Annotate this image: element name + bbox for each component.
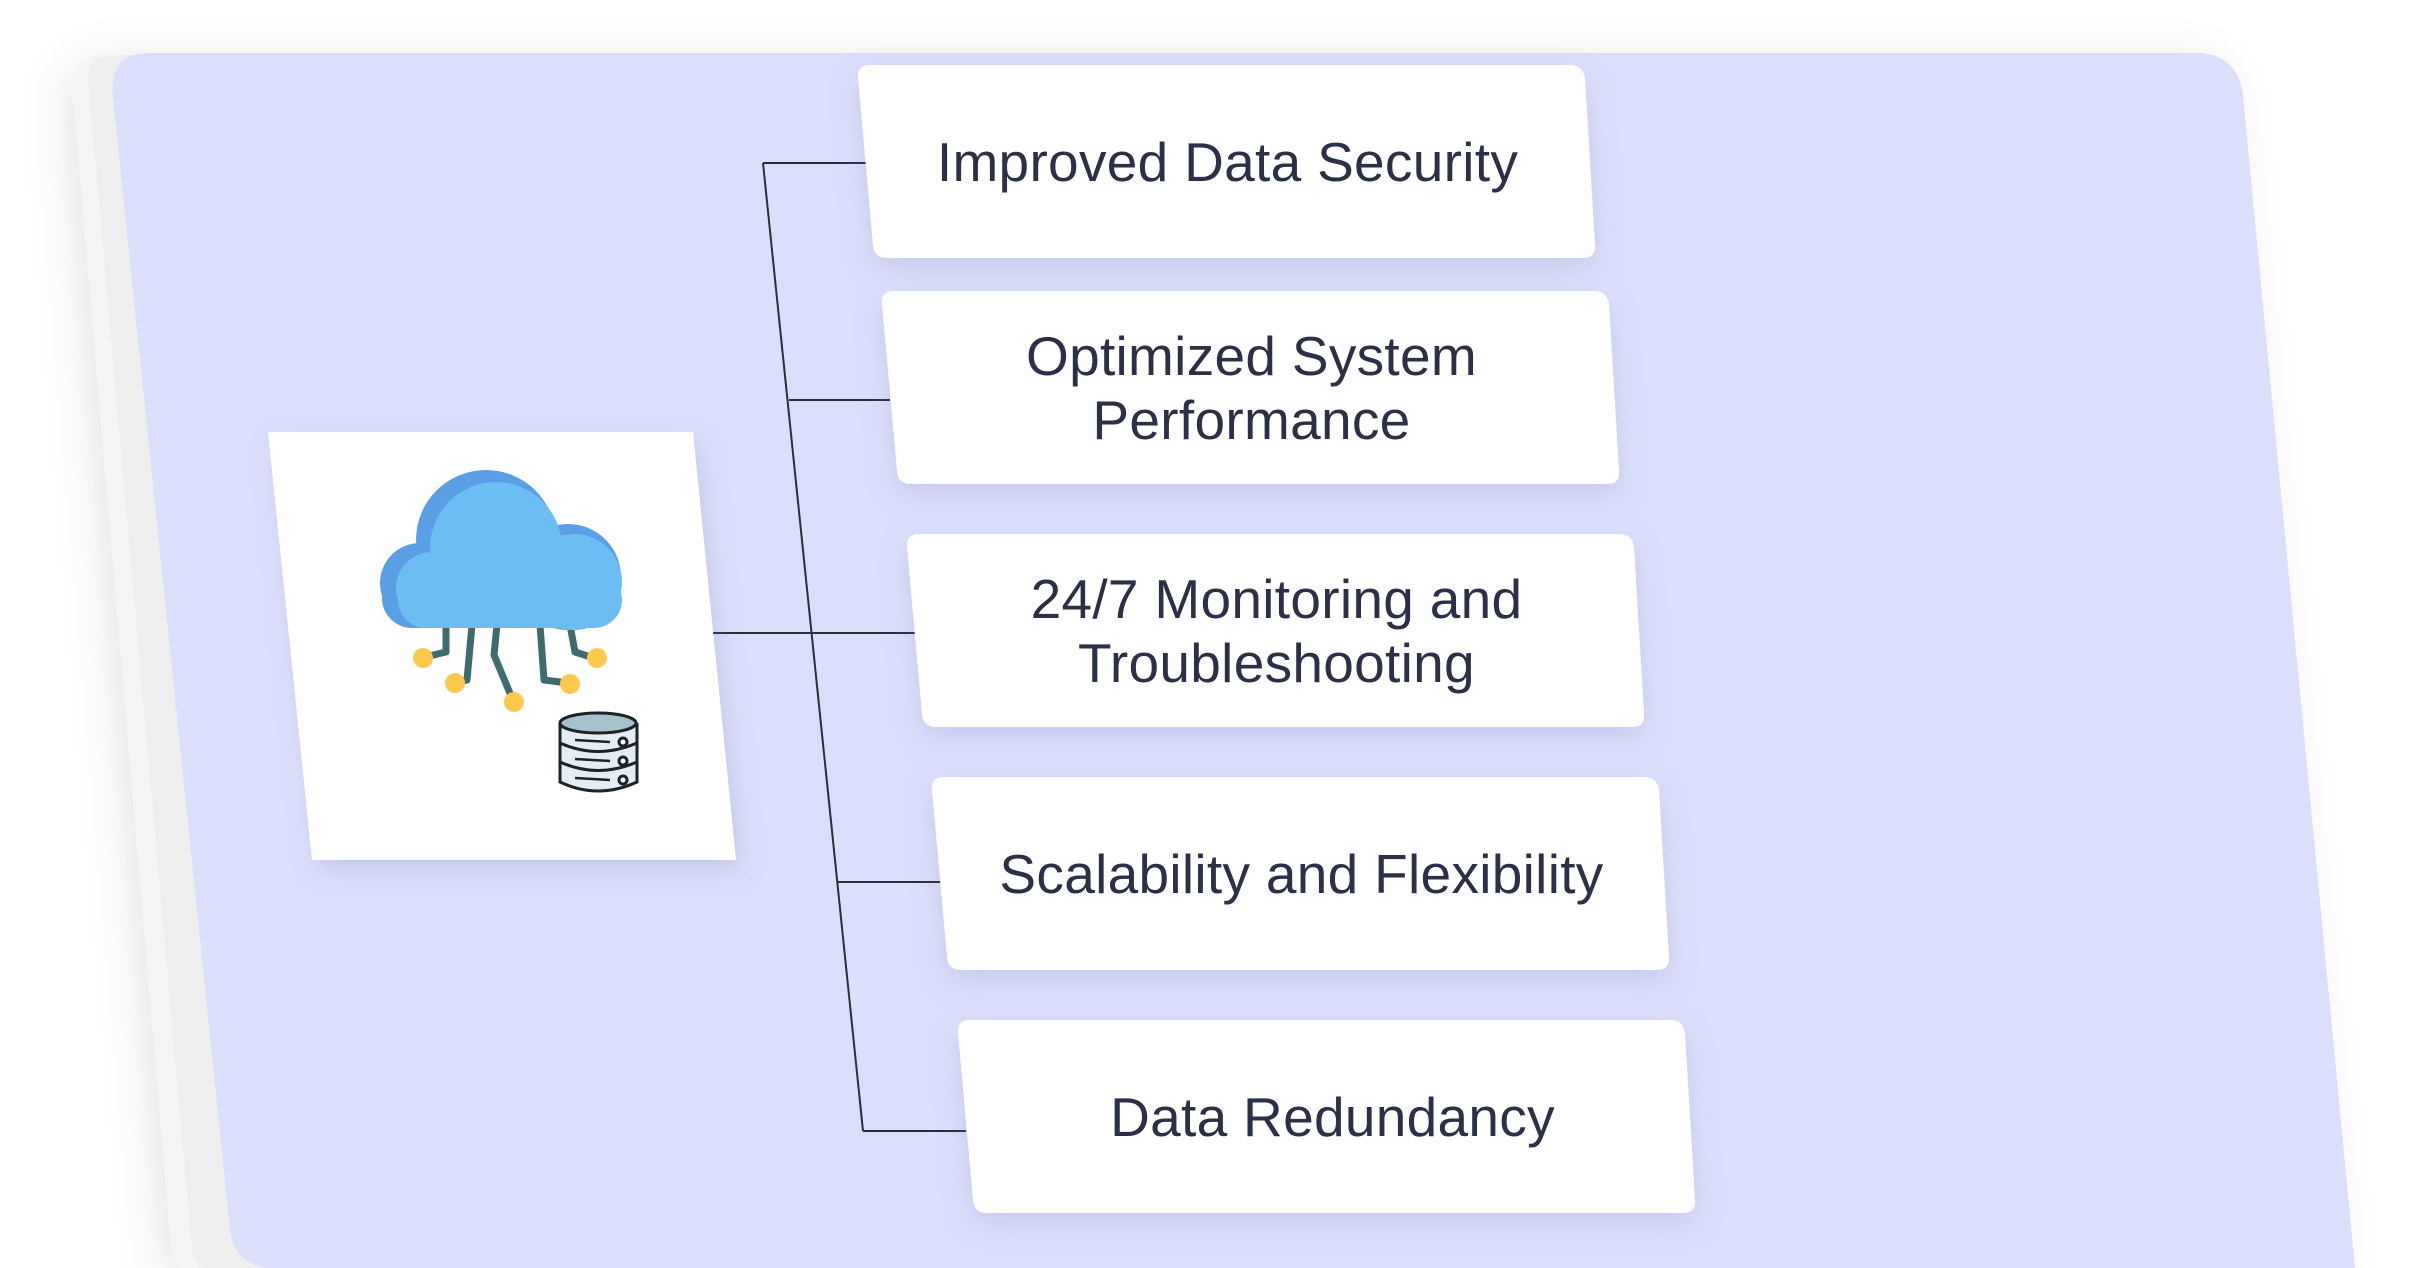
card-improved-data-security xyxy=(857,65,1596,258)
database-icon xyxy=(558,711,639,793)
card-scalability-flexibility xyxy=(931,777,1670,970)
source-icon-card xyxy=(268,432,736,860)
trunk-line xyxy=(762,162,864,1132)
card-monitoring-troubleshooting xyxy=(906,534,1645,727)
card-data-redundancy xyxy=(957,1020,1696,1213)
tree-connectors xyxy=(712,162,966,1132)
card-optimized-system-performance xyxy=(881,291,1620,484)
branch-cards xyxy=(857,65,1696,1213)
cloud-icon xyxy=(380,470,622,630)
circuit-nodes xyxy=(413,648,607,712)
